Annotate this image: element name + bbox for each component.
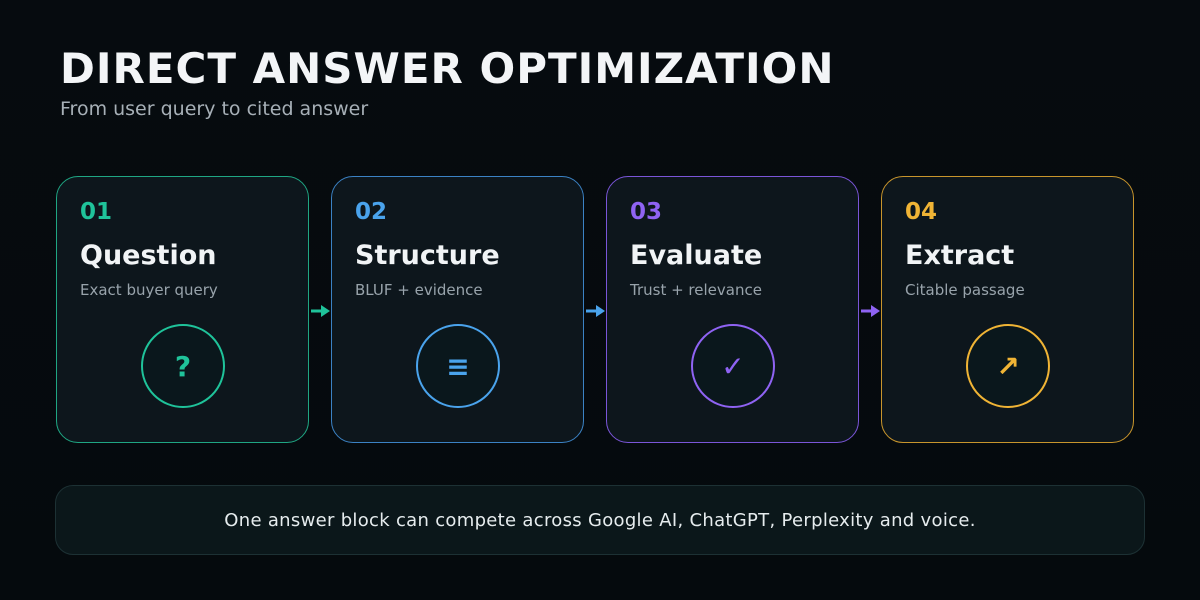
arrow-right-icon [311,305,330,317]
step-number: 03 [630,199,663,225]
page-subtitle: From user query to cited answer [60,98,369,120]
arrow-up-right-icon: ↗ [966,324,1050,408]
step-card-extract: 04 Extract Citable passage ↗ [881,176,1134,443]
step-card-question: 01 Question Exact buyer query ? [56,176,309,443]
step-card-structure: 02 Structure BLUF + evidence ≡ [331,176,584,443]
step-title: Question [80,240,217,271]
step-title: Evaluate [630,240,763,271]
list-icon: ≡ [416,324,500,408]
step-number: 01 [80,199,113,225]
arrow-right-icon [586,305,605,317]
step-number: 04 [905,199,938,225]
step-number: 02 [355,199,388,225]
summary-banner: One answer block can compete across Goog… [55,485,1145,555]
step-title: Structure [355,240,500,271]
question-icon: ? [141,324,225,408]
step-description: Exact buyer query [80,281,218,299]
page-title: DIRECT ANSWER OPTIMIZATION [60,44,835,93]
arrow-right-icon [861,305,880,317]
step-description: Trust + relevance [630,281,762,299]
step-description: Citable passage [905,281,1025,299]
step-title: Extract [905,240,1015,271]
step-card-evaluate: 03 Evaluate Trust + relevance ✓ [606,176,859,443]
checkmark-icon: ✓ [691,324,775,408]
step-description: BLUF + evidence [355,281,483,299]
